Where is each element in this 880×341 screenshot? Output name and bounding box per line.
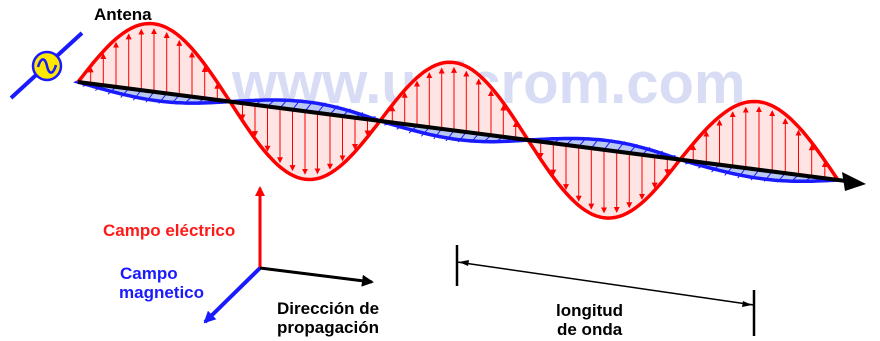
magnetic-field-label-line2: magnetico [119,283,204,302]
direction-label-line2: propagación [277,318,379,337]
wavelength-label-line1: longitud [556,301,623,320]
antenna [11,33,82,98]
propagation-legend-arrow [260,268,372,282]
magnetic-field-label-line1: Campo [120,264,178,283]
electric-field-label: Campo eléctrico [103,221,235,240]
propagation-axis-arrowhead [842,172,866,191]
magnetic-axis-arrow [205,268,260,322]
wavelength-span-line [457,262,754,305]
direction-label-line1: Dirección de [277,299,379,318]
antenna-label: Antena [94,5,152,24]
wavelength-label-line2: de onda [557,320,623,339]
